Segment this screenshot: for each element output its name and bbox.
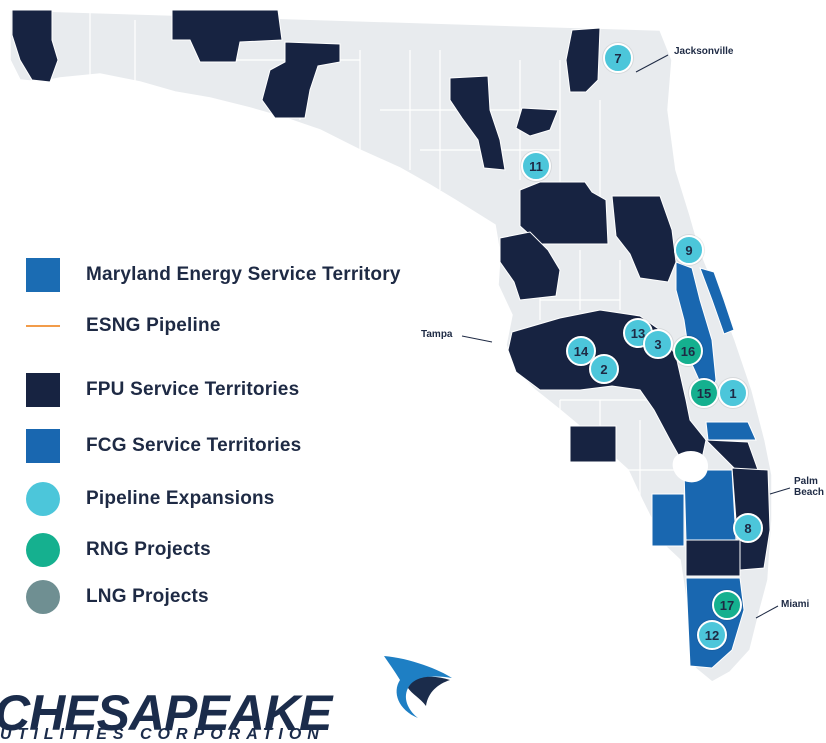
project-marker[interactable]: 9 (674, 235, 704, 265)
fcg-region (705, 421, 757, 441)
legend-swatch (26, 580, 60, 614)
legend-swatch (26, 533, 60, 567)
legend-item-fpu: FPU Service Territories (26, 373, 299, 407)
project-marker[interactable]: 17 (712, 590, 742, 620)
city-label-palm-beach: Palm Beach (794, 476, 824, 498)
legend-label: ESNG Pipeline (86, 315, 221, 336)
florida-outline (9, 9, 773, 683)
project-marker[interactable]: 2 (589, 354, 619, 384)
legend-swatch (26, 258, 60, 292)
jacksonville-leader (635, 54, 669, 73)
city-label-tampa: Tampa (421, 329, 453, 340)
fpu-region (611, 195, 677, 283)
logo-swoosh (384, 656, 452, 718)
legend-label: Maryland Energy Service Territory (86, 264, 401, 285)
miami-leader (755, 605, 779, 619)
project-marker[interactable]: 12 (697, 620, 727, 650)
project-marker[interactable]: 3 (643, 329, 673, 359)
fpu-region (685, 539, 741, 577)
project-marker[interactable]: 16 (673, 336, 703, 366)
legend-swatch (26, 325, 60, 327)
fpu-region (519, 181, 609, 245)
fpu-region (171, 9, 283, 63)
legend-item-rng: RNG Projects (26, 533, 211, 567)
legend-label: FCG Service Territories (86, 435, 302, 456)
legend-label: Pipeline Expansions (86, 488, 275, 509)
lake-okeechobee (672, 451, 708, 483)
legend-item-esng: ESNG Pipeline (26, 309, 221, 343)
fpu-region (515, 107, 559, 137)
project-marker[interactable]: 11 (521, 151, 551, 181)
fpu-region (449, 75, 506, 171)
logo-swoosh-dark (408, 676, 450, 706)
fcg-region (699, 267, 735, 335)
palm-beach-leader (769, 487, 791, 495)
city-label-beach: Beach (794, 487, 825, 498)
project-marker[interactable]: 8 (733, 513, 763, 543)
fpu-region (565, 27, 601, 93)
legend-item-maryland: Maryland Energy Service Territory (26, 258, 401, 292)
fcg-region (651, 493, 685, 547)
legend-label: FPU Service Territories (86, 379, 300, 400)
county-borders (89, 10, 680, 500)
project-marker[interactable]: 14 (566, 336, 596, 366)
project-marker[interactable]: 15 (689, 378, 719, 408)
legend-swatch (26, 429, 60, 463)
legend-label: RNG Projects (86, 539, 211, 560)
chesapeake-logo-icon (384, 656, 452, 718)
legend-swatch (26, 482, 60, 516)
city-label-miami: Miami (781, 599, 810, 610)
city-label-palm: Palm (794, 476, 818, 487)
logo-subtitle: UTILITIES CORPORATION (0, 726, 325, 743)
project-marker[interactable]: 7 (603, 43, 633, 73)
city-label-jacksonville: Jacksonville (674, 46, 734, 57)
logo-wordmark: CHESAPEAKE (0, 685, 332, 741)
fpu-region (261, 41, 341, 119)
fpu-region (11, 9, 59, 83)
project-marker[interactable]: 1 (718, 378, 748, 408)
legend-swatch (26, 373, 60, 407)
legend-item-lng: LNG Projects (26, 580, 209, 614)
fcg-region (683, 469, 737, 541)
tampa-leader (461, 335, 493, 343)
fpu-region (569, 425, 617, 463)
legend-item-pipeline: Pipeline Expansions (26, 482, 275, 516)
legend-item-fcg: FCG Service Territories (26, 429, 301, 463)
fpu-region (499, 231, 561, 301)
legend-label: LNG Projects (86, 586, 209, 607)
